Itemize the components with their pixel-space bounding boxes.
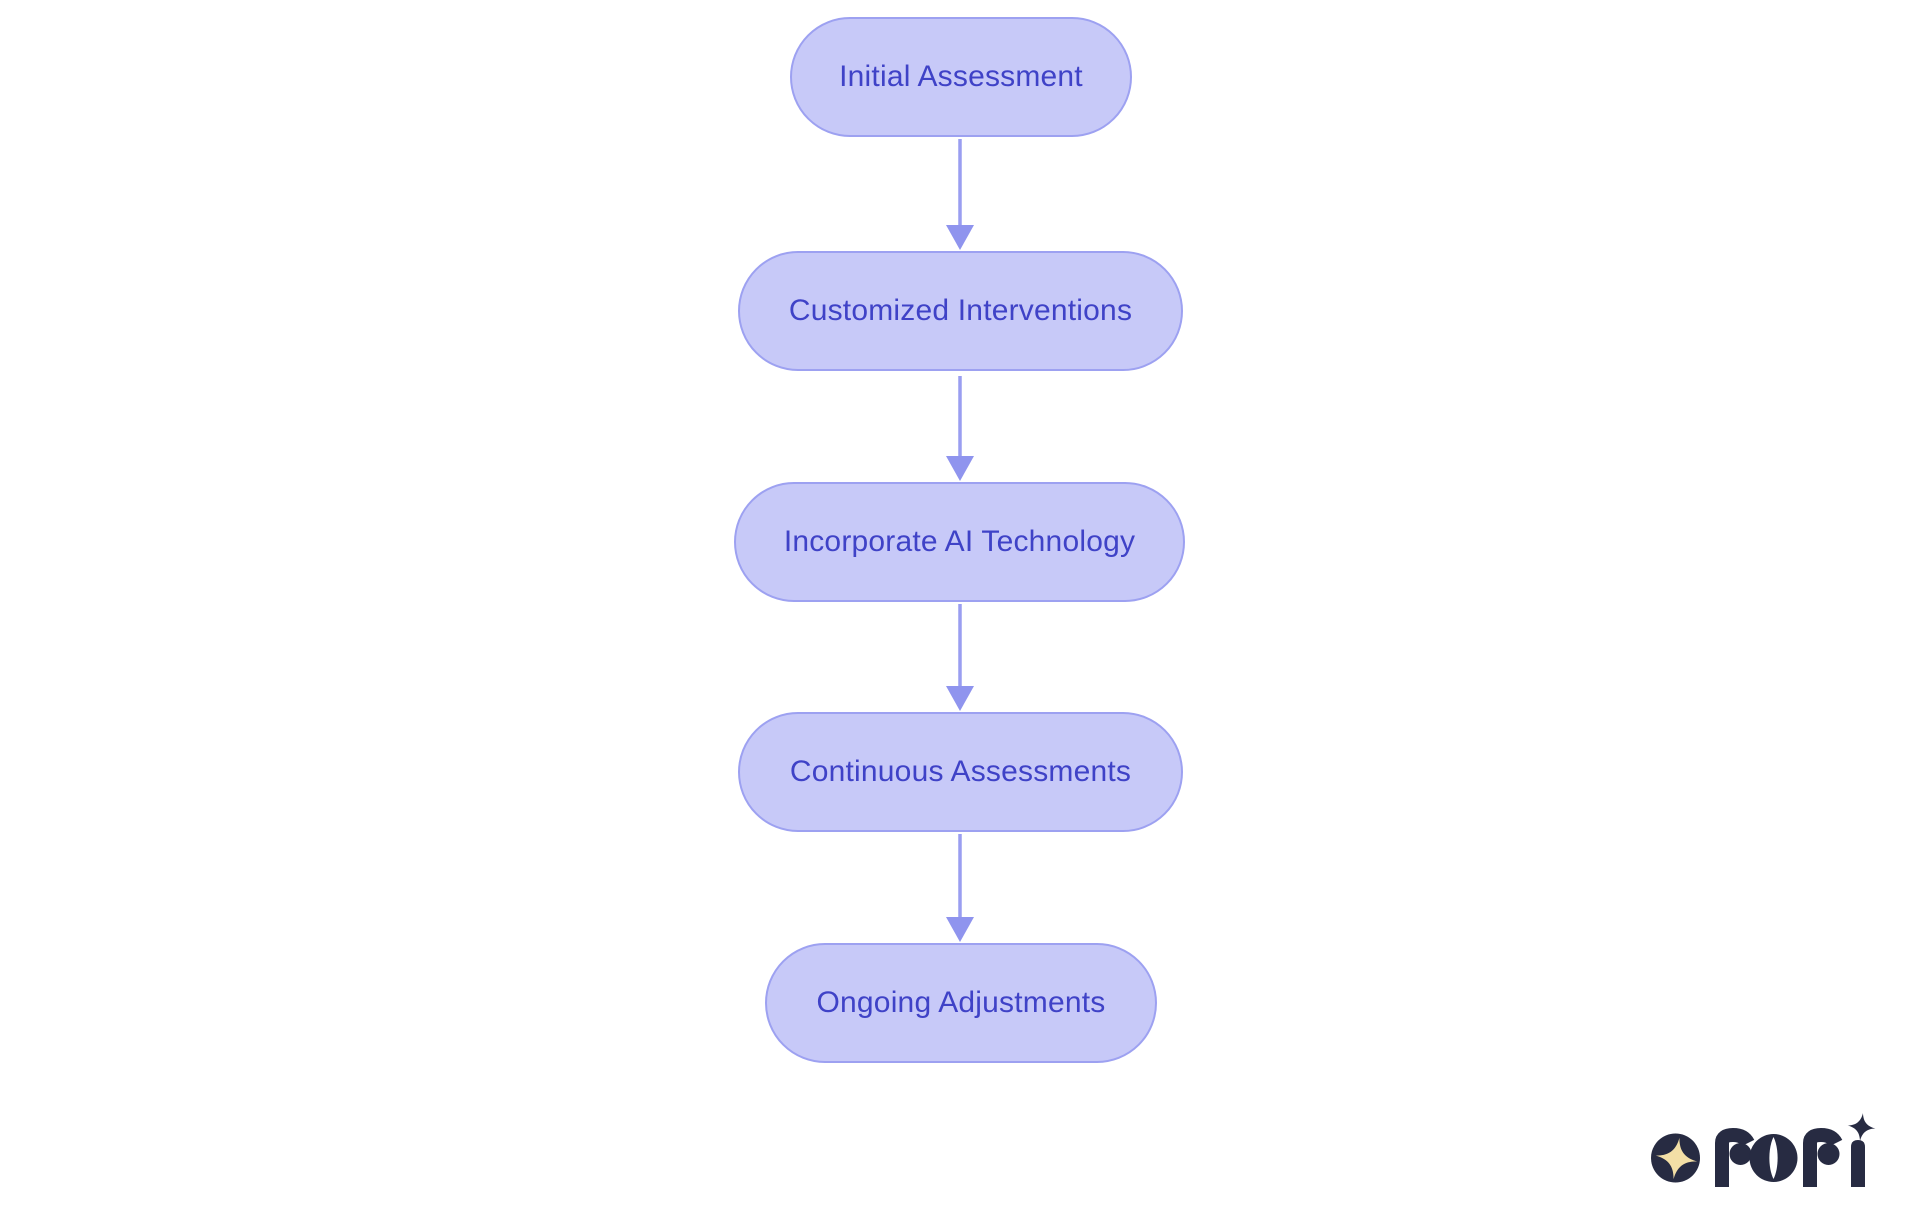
logo-badge (1651, 1133, 1700, 1183)
flow-node-customized-interventions: Customized Interventions (738, 251, 1183, 371)
node-label: Customized Interventions (788, 294, 1133, 327)
node-label: Initial Assessment (839, 60, 1083, 93)
flow-node-incorporate-ai-technology: Incorporate AI Technology (734, 482, 1185, 602)
flow-node-initial-assessment: Initial Assessment (790, 17, 1132, 137)
node-label: Continuous Assessments (789, 755, 1132, 788)
node-label: Incorporate AI Technology (783, 525, 1136, 558)
flow-node-continuous-assessments: Continuous Assessments (738, 712, 1183, 832)
arrow-2 (946, 376, 974, 481)
node-label: Ongoing Adjustments (816, 986, 1106, 1019)
arrow-1 (946, 139, 974, 250)
logo-wordmark (1715, 1113, 1876, 1187)
rori-logo (1640, 1110, 1880, 1210)
arrow-3 (946, 604, 974, 711)
flow-node-ongoing-adjustments: Ongoing Adjustments (765, 943, 1157, 1063)
four-point-star-icon (1847, 1113, 1876, 1141)
arrow-4 (946, 834, 974, 942)
four-point-star-icon (1655, 1137, 1698, 1180)
